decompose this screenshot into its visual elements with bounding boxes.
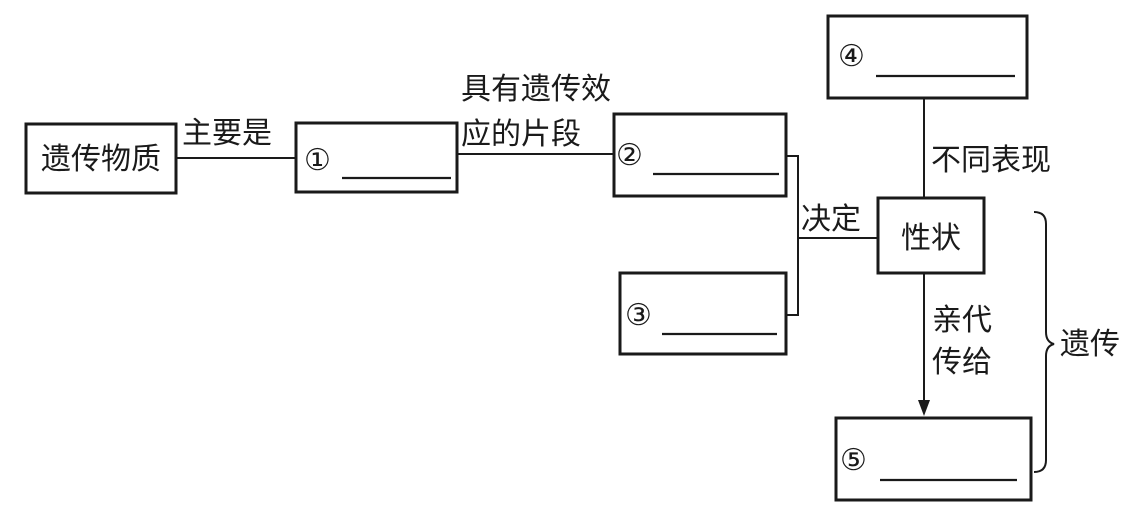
edge-different-expression: 不同表现 <box>931 143 1051 178</box>
box2-marker: ② <box>616 138 643 173</box>
trait-label: 性状 <box>901 221 961 256</box>
box-1 <box>294 121 459 194</box>
edge-determine: 决定 <box>801 202 861 237</box>
box-genetic-material <box>24 122 178 195</box>
box-2 <box>612 112 788 198</box>
edge-effect-segment-line2: 应的片段 <box>461 117 581 152</box>
box4-marker: ④ <box>838 39 865 74</box>
box3-marker: ③ <box>625 298 652 333</box>
box-4 <box>826 14 1029 100</box>
edge-mainly-is: 主要是 <box>182 116 272 151</box>
box5-marker: ⑤ <box>840 443 867 478</box>
arrowhead <box>918 400 930 416</box>
edge-parent-pass-line1: 亲代 <box>932 303 992 338</box>
box-3 <box>618 271 788 356</box>
box-trait <box>876 196 986 275</box>
genetic-material-label: 遗传物质 <box>41 142 161 177</box>
edge-effect-segment-line1: 具有遗传效 <box>461 72 611 107</box>
heredity-brace <box>1033 211 1055 473</box>
bracket-2-3 <box>786 155 799 316</box>
edge-parent-pass-line2: 传给 <box>932 345 992 380</box>
box-5 <box>834 416 1033 502</box>
edge-heredity: 遗传 <box>1060 327 1120 362</box>
box1-marker: ① <box>304 143 331 178</box>
